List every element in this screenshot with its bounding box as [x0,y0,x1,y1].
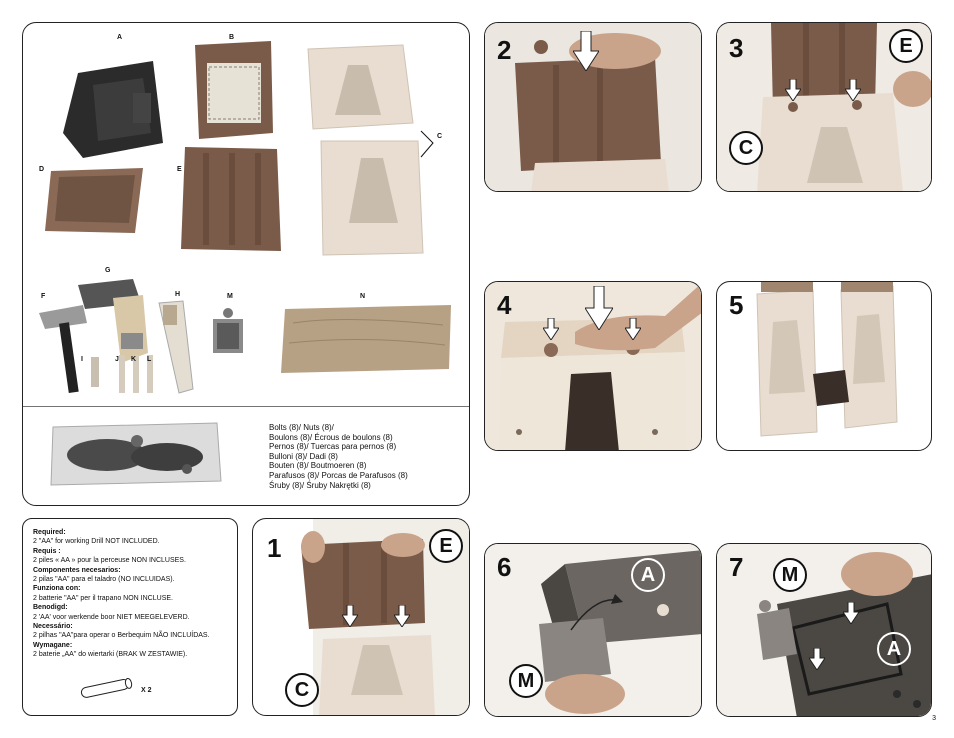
part-d-bin [45,168,143,233]
part-e-seat [181,147,281,251]
step-3-arrow-right [845,79,861,101]
step-7-illustration [757,552,931,716]
part-i-nut [91,357,99,387]
step-7-label-m: M [773,558,807,592]
step-1-panel: 1 E C [252,518,470,716]
step-4-arrow-right [625,318,641,340]
required-line: 2 pilhas "AA"para operar o Berbequim NÃO… [33,632,210,640]
step-3-label-c: C [729,131,763,165]
step-3-panel: 3 E C [716,22,932,192]
part-m-vise [213,308,243,353]
label-e: E [177,166,182,173]
step-6-number: 6 [497,552,512,582]
required-heading: Componentes necesarios: [33,566,121,574]
part-f-hammer [39,305,87,394]
hardware-line: Parafusos (8)/ Porcas de Parafusos (8) [269,470,408,480]
step-4-arrow-center [585,286,613,330]
step-2-illustration [515,33,669,191]
part-j-bolt [119,355,125,393]
required-heading: Wymagane: [33,641,73,649]
label-f: F [41,293,46,300]
required-line: 2 baterie „AA" do wiertarki (BRAK W ZEST… [33,651,188,659]
step-7-number: 7 [729,552,744,582]
step-1-illustration [301,531,435,715]
parts-panel: A B C D E G F H M N I J K L Bolts (8)/ N… [22,22,470,506]
step-2-panel: 2 [484,22,702,192]
required-heading: Required: [33,529,66,536]
required-panel: Required: 2 "AA" for working Drill NOT I… [22,518,238,716]
required-heading: Necessário: [33,623,73,631]
label-b: B [229,34,235,41]
label-d: D [39,166,45,173]
step-7-panel: 7 M A [716,543,932,717]
part-b-tray [195,41,273,139]
step-3-arrow-left [785,79,801,101]
hardware-line: Bulloni (8)/ Dadi (8) [269,451,338,461]
required-list: Required: 2 "AA" for working Drill NOT I… [33,528,210,660]
parts-illustrations [23,41,469,407]
step-2-number: 2 [497,35,512,65]
page-number: 3 [932,715,936,722]
step-5-panel: 5 [716,281,932,451]
label-m: M [227,293,233,300]
step-2-arrow-down [573,31,599,71]
part-c-leg-bottom [320,140,424,256]
step-3-label-e: E [889,29,923,63]
label-n: N [360,293,366,300]
label-h: H [175,291,181,298]
step-1-arrow-left [342,605,358,627]
step-5-illustration [756,282,898,437]
required-heading: Requis : [33,547,61,555]
step-4-panel: 4 [484,281,702,451]
hardware-line: Śruby (8)/ Śruby Nakrętki (8) [269,480,371,490]
battery-icon [80,677,133,698]
part-k-bolt [133,355,139,393]
part-a-case [63,61,163,158]
required-heading: Benodigd: [33,604,68,612]
step-7-arrow-bottom [809,648,825,670]
step-6-illustration [539,550,701,714]
part-g-drill [78,279,148,363]
hardware-list: Bolts (8)/ Nuts (8)/ Boulons (8)/ Écrous… [269,423,408,490]
step-6-label-a: A [631,558,665,592]
label-i: I [81,356,83,363]
step-4-arrow-left [543,318,559,340]
step-1-label-c: C [285,673,319,707]
part-l-bolt [147,355,153,393]
label-l: L [147,356,152,363]
step-3-number: 3 [729,33,744,63]
required-line: 2 'AA' voor werkende boor NIET MEEGELEVE… [33,613,190,621]
part-h-saw [158,300,194,394]
label-a: A [117,34,123,41]
label-k: K [131,356,137,363]
label-c: C [437,133,443,140]
hardware-line: Bouten (8)/ Boutmoeren (8) [269,461,367,471]
step-6-label-m: M [509,664,543,698]
step-1-label-e: E [429,529,463,563]
part-n-plank [281,305,451,373]
step-7-arrow-top [843,602,859,624]
part-c-leg-top [307,44,414,130]
hardware-line: Boulons (8)/ Écrous de boulons (8) [269,432,393,442]
required-line: 2 batterie "AA" per il trapano NON INCLU… [33,594,173,602]
required-line: 2 "AA" for working Drill NOT INCLUDED. [33,538,160,546]
step-6-panel: 6 A M [484,543,702,717]
step-1-number: 1 [267,533,282,563]
step-4-number: 4 [497,290,512,320]
hardware-line: Bolts (8)/ Nuts (8)/ [269,423,334,432]
required-line: 2 pilas "AA" para el taladro (NO INCLUID… [33,576,175,584]
required-line: 2 piles « AA » pour la perceuse NON INCL… [33,557,186,565]
hardware-line: Pernos (8)/ Tuercas para pernos (8) [269,442,397,452]
step-1-arrow-right [394,605,410,627]
step-5-number: 5 [729,290,744,320]
label-g: G [105,267,111,274]
hardware-bag-image [50,422,222,486]
required-heading: Funziona con: [33,585,81,593]
label-j: J [115,356,119,363]
step-7-label-a: A [877,632,911,666]
battery-quantity: X 2 [141,687,152,694]
